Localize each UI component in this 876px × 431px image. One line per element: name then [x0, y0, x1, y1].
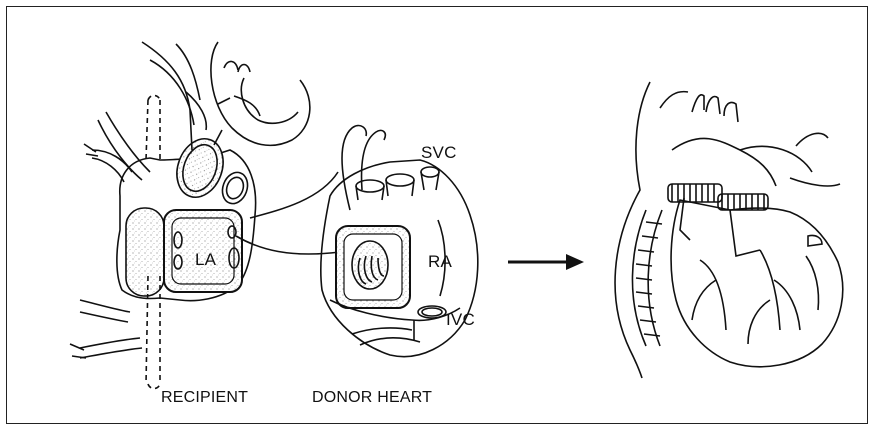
recipient-atrial-remnant — [70, 42, 340, 389]
transition-arrow — [508, 254, 584, 270]
ivc-label: IVC — [446, 310, 475, 330]
recipient-caption: RECIPIENT — [161, 389, 248, 407]
donor-heart-caption: DONOR HEART — [312, 389, 432, 407]
left-atrium-label: LA — [195, 250, 216, 270]
transplanted-heart — [615, 82, 843, 378]
svc-label: SVC — [421, 143, 457, 163]
right-atrium-label: RA — [428, 252, 452, 272]
